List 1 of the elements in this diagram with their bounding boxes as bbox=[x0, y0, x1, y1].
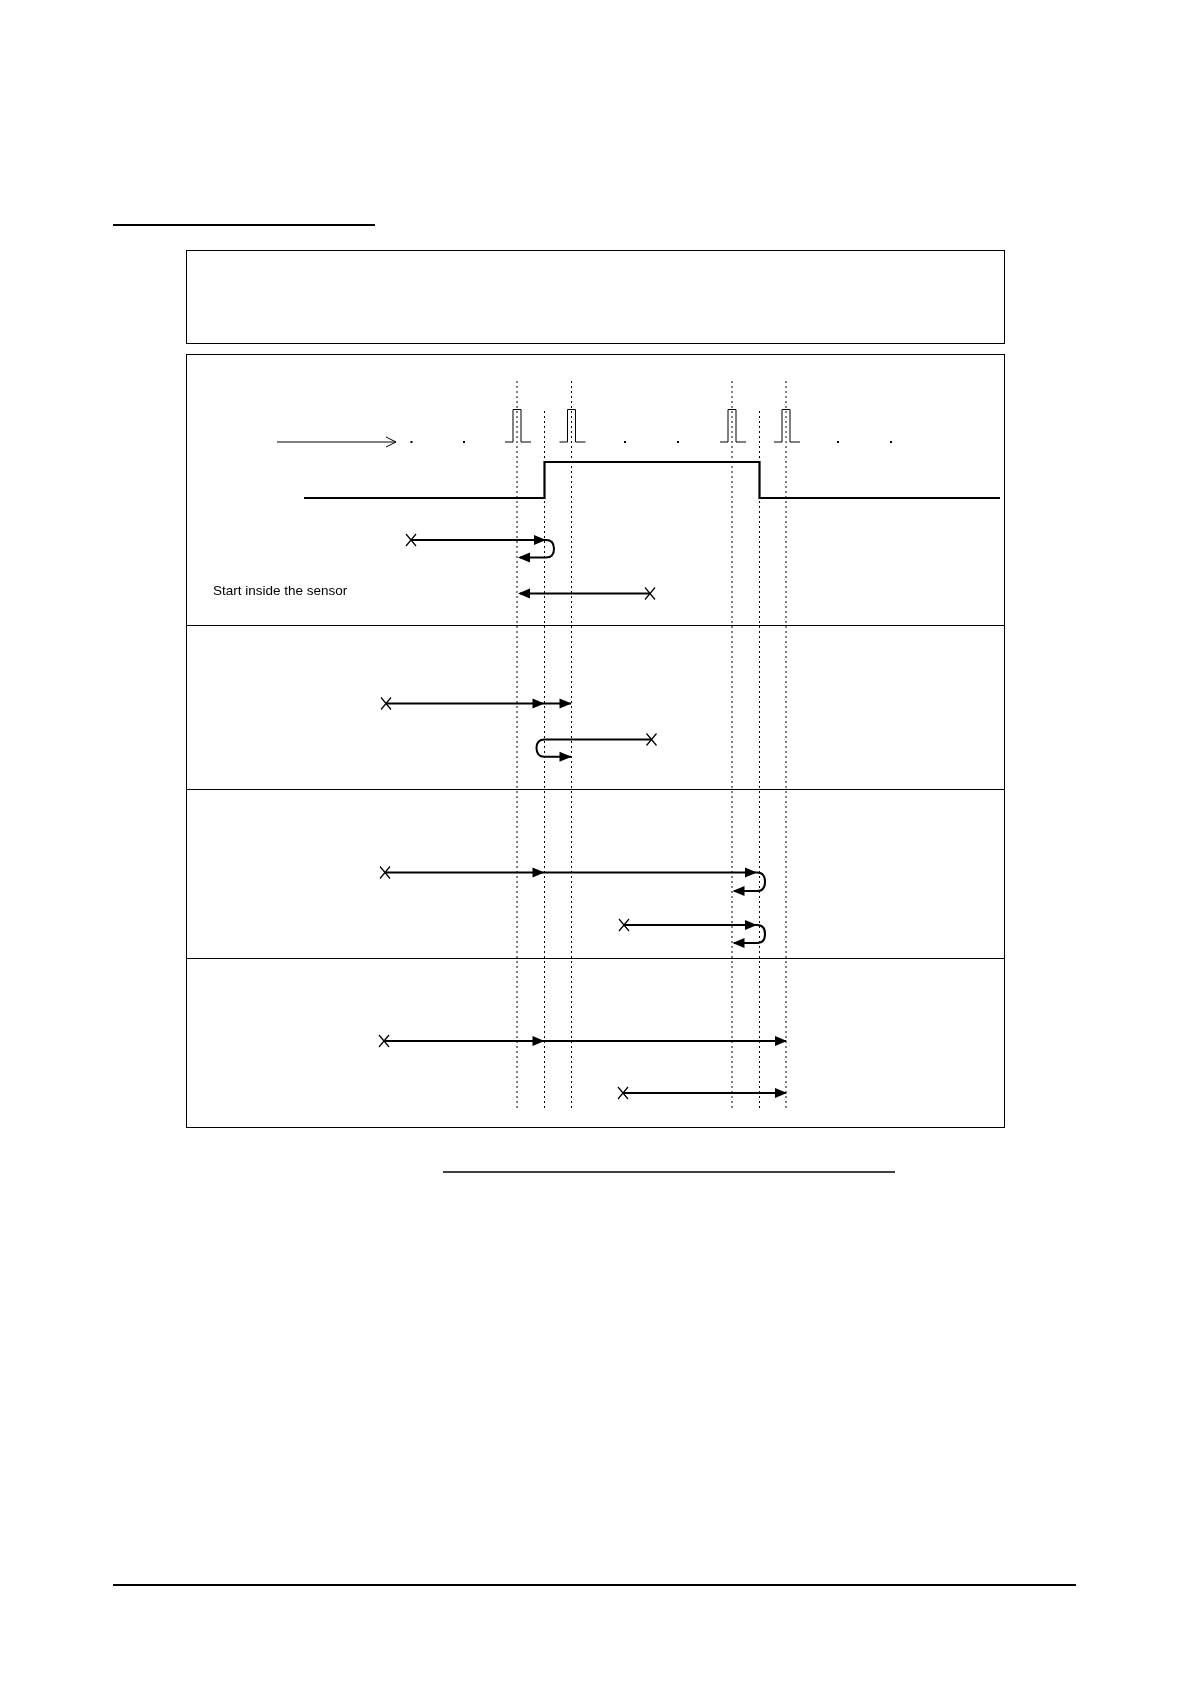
note-text: Start inside the sensor bbox=[213, 583, 348, 599]
